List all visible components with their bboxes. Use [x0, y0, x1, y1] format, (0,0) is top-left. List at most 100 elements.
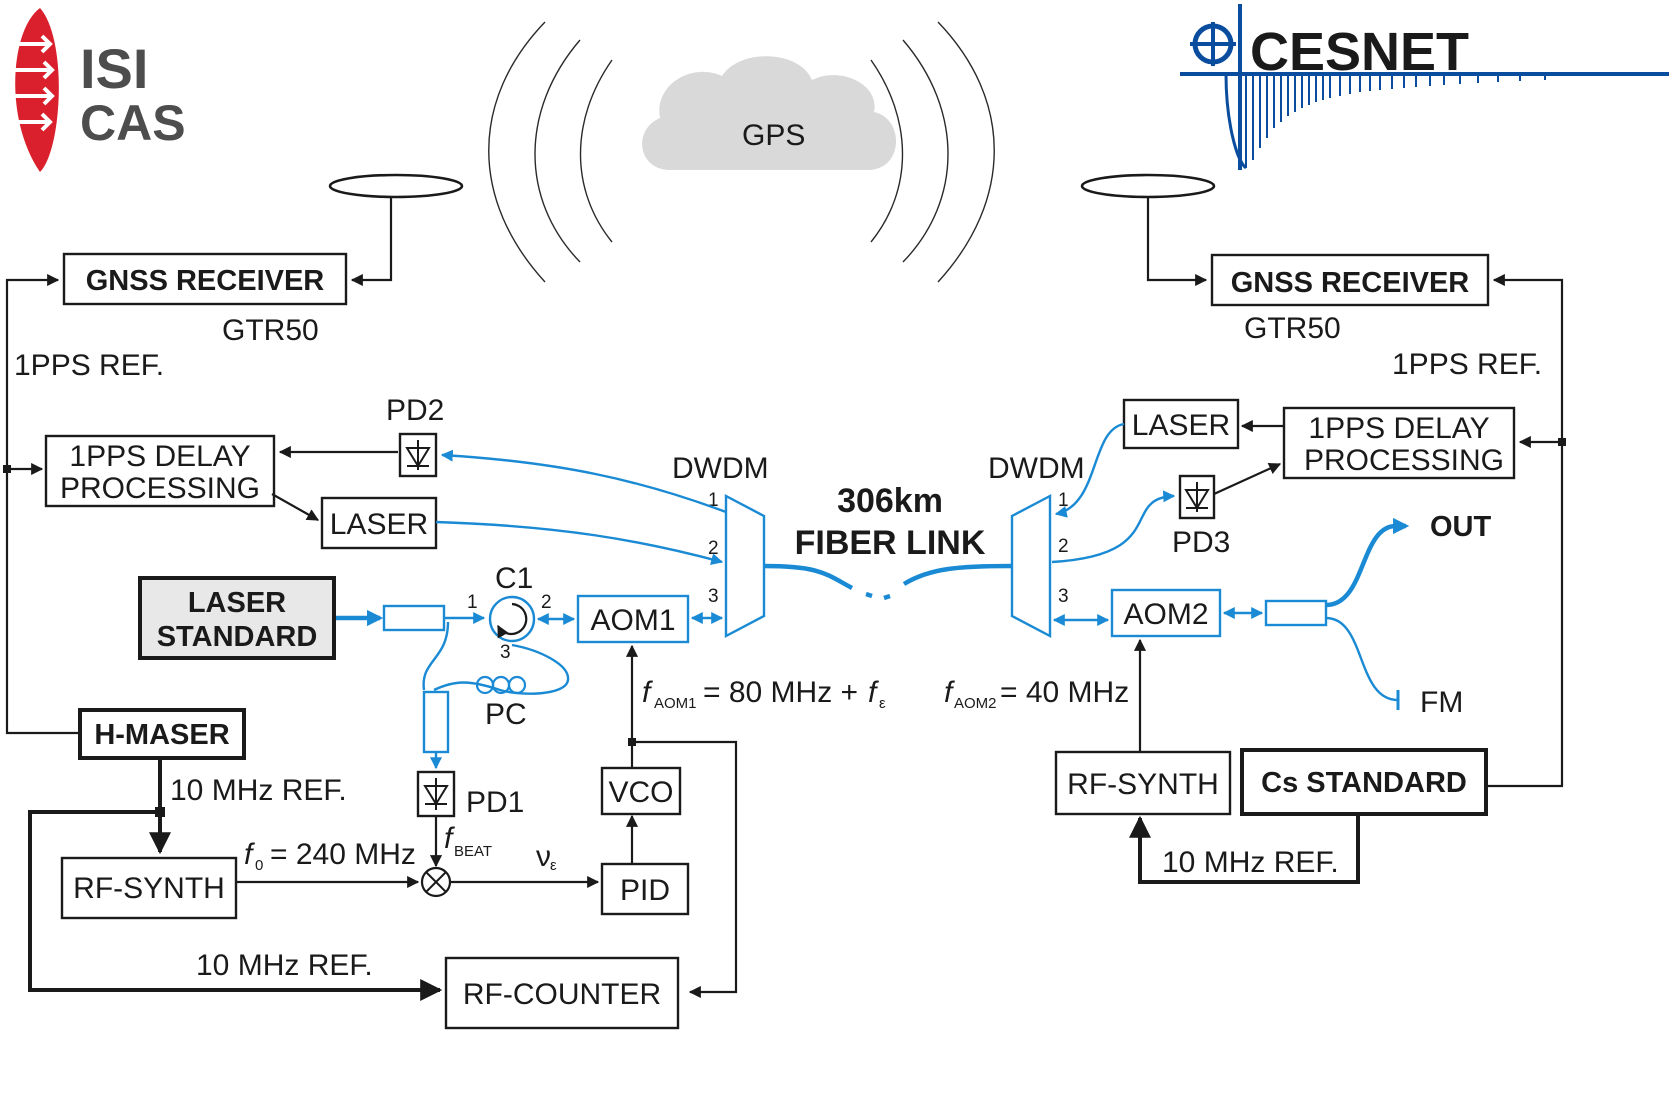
- fiber-link: [763, 563, 1013, 601]
- nu-eps-var: ν: [536, 840, 551, 873]
- left-laser-label: LASER: [330, 508, 428, 541]
- aom1-freq-value: = 80 MHz +: [703, 676, 858, 709]
- left-rf-synth-label: RF-SYNTH: [73, 872, 225, 905]
- isi-cas-shield-icon: [15, 8, 59, 172]
- right-pps-delay-processing: 1PPS DELAY PROCESSING: [1282, 406, 1516, 480]
- gps-label: GPS: [742, 119, 805, 152]
- rf-counter-label: RF-COUNTER: [463, 978, 661, 1011]
- pid-label: PID: [620, 874, 670, 907]
- pd2-label: PD2: [386, 394, 444, 427]
- left-dwdm-mux: [724, 494, 766, 638]
- pd1-label: PD1: [466, 786, 524, 819]
- isi-cas-logo-line1: ISI: [80, 37, 148, 100]
- circulator-label: C1: [495, 562, 533, 595]
- pd3-photodiode-icon: [1178, 474, 1216, 520]
- circulator-port-1: 1: [467, 592, 478, 613]
- vco-label: VCO: [608, 776, 673, 809]
- beat-sub: BEAT: [454, 843, 492, 860]
- right-laser-label: LASER: [1132, 409, 1230, 442]
- right-pps-delay-line1: 1PPS DELAY: [1308, 412, 1489, 445]
- right-antenna: [1080, 173, 1216, 287]
- right-pps-delay-line2: PROCESSING: [1304, 444, 1504, 477]
- gps-cloud: GPS: [642, 56, 897, 170]
- f0-value: = 240 MHz: [270, 838, 416, 871]
- circulator-port-2: 2: [541, 592, 552, 613]
- laser-standard-line1: LASER: [188, 587, 286, 619]
- laser-standard-line2: STANDARD: [157, 621, 318, 653]
- vco: VCO: [600, 766, 682, 816]
- aom1-freq-sub: AOM1: [654, 695, 697, 712]
- isi-cas-logo: ISI CAS: [14, 8, 186, 172]
- left-10mhz-ref-bottom: 10 MHz REF.: [196, 949, 373, 982]
- aom1-freq-eps-var: f: [868, 676, 879, 709]
- left-gnss-receiver: GNSS RECEIVER: [62, 252, 348, 306]
- aom2-freq-sub: AOM2: [954, 695, 997, 712]
- polarization-controller-icon: [422, 621, 570, 695]
- right-rf-synth-label: RF-SYNTH: [1067, 768, 1219, 801]
- pid: PID: [600, 862, 690, 916]
- h-maser-label: H-MASER: [94, 719, 229, 751]
- cesnet-logo: CESNET: [1180, 4, 1669, 170]
- out-label: OUT: [1430, 511, 1492, 543]
- left-gnss-receiver-label: GNSS RECEIVER: [86, 265, 325, 297]
- circulator-port-3: 3: [500, 642, 511, 663]
- left-dwdm-port-2: 2: [708, 538, 719, 559]
- right-dwdm-label: DWDM: [988, 452, 1085, 485]
- left-laser: LASER: [320, 496, 438, 550]
- left-dwdm-port-3: 3: [708, 586, 719, 607]
- left-fiber-coupler: [382, 604, 446, 632]
- right-dwdm-port-1: 1: [1058, 490, 1069, 511]
- aom1-freq-var: f: [642, 676, 653, 709]
- cesnet-logo-text: CESNET: [1250, 22, 1469, 82]
- right-laser: LASER: [1122, 398, 1240, 450]
- gps-signal-arcs: [488, 21, 995, 283]
- right-10mhz-ref: 10 MHz REF.: [1162, 846, 1339, 879]
- left-pps-delay-line1: 1PPS DELAY: [69, 440, 250, 473]
- pc-label: PC: [485, 698, 527, 731]
- left-antenna: [328, 173, 464, 287]
- right-dwdm-port-2: 2: [1058, 536, 1069, 557]
- f0-var: f: [244, 838, 255, 871]
- circulator-c1-icon: [488, 595, 536, 643]
- right-gnss-model: GTR50: [1244, 312, 1341, 345]
- aom2-label: AOM2: [1123, 598, 1208, 631]
- cesnet-globe-icon: [1190, 22, 1236, 66]
- cesnet-spectrum-icon: [1245, 74, 1546, 168]
- right-rf-synth: RF-SYNTH: [1054, 750, 1232, 816]
- beat-var: f: [444, 822, 455, 855]
- left-lower-coupler: [422, 690, 450, 754]
- right-gnss-receiver-label: GNSS RECEIVER: [1231, 267, 1470, 299]
- isi-cas-logo-line2: CAS: [80, 95, 186, 151]
- link-name: FIBER LINK: [795, 524, 986, 562]
- laser-standard: LASER STANDARD: [138, 576, 336, 660]
- aom2-freq-value: = 40 MHz: [1000, 676, 1129, 709]
- h-maser: H-MASER: [78, 708, 246, 760]
- aom1-label: AOM1: [590, 604, 675, 637]
- left-pps-ref-label: 1PPS REF.: [14, 349, 164, 382]
- right-pps-ref-label: 1PPS REF.: [1392, 348, 1542, 381]
- aom1-freq-eps-sub: ε: [879, 695, 886, 712]
- left-dwdm-label: DWDM: [672, 452, 769, 485]
- right-fiber-coupler: [1264, 599, 1328, 627]
- left-pps-delay-processing: 1PPS DELAY PROCESSING: [44, 434, 276, 508]
- link-distance: 306km: [837, 482, 943, 520]
- left-dwdm-port-1: 1: [708, 490, 719, 511]
- f0-sub: 0: [255, 857, 263, 874]
- pd3-label: PD3: [1172, 526, 1230, 559]
- mixer-icon: [420, 866, 452, 898]
- cs-standard: Cs STANDARD: [1240, 748, 1488, 816]
- right-dwdm-port-3: 3: [1058, 586, 1069, 607]
- pd2-photodiode-icon: [398, 432, 438, 478]
- isi-cas-arrows-icon: [14, 34, 55, 132]
- left-pps-delay-line2: PROCESSING: [60, 472, 260, 505]
- aom2-freq-var: f: [944, 676, 955, 709]
- aom1: AOM1: [576, 594, 690, 644]
- cs-standard-label: Cs STANDARD: [1261, 767, 1467, 799]
- nu-eps-sub: ε: [550, 857, 557, 874]
- left-gnss-model: GTR50: [222, 314, 319, 347]
- aom2: AOM2: [1110, 588, 1222, 638]
- right-dwdm-mux: [1010, 494, 1052, 638]
- right-gnss-receiver: GNSS RECEIVER: [1210, 253, 1490, 307]
- fm-label: FM: [1420, 686, 1463, 719]
